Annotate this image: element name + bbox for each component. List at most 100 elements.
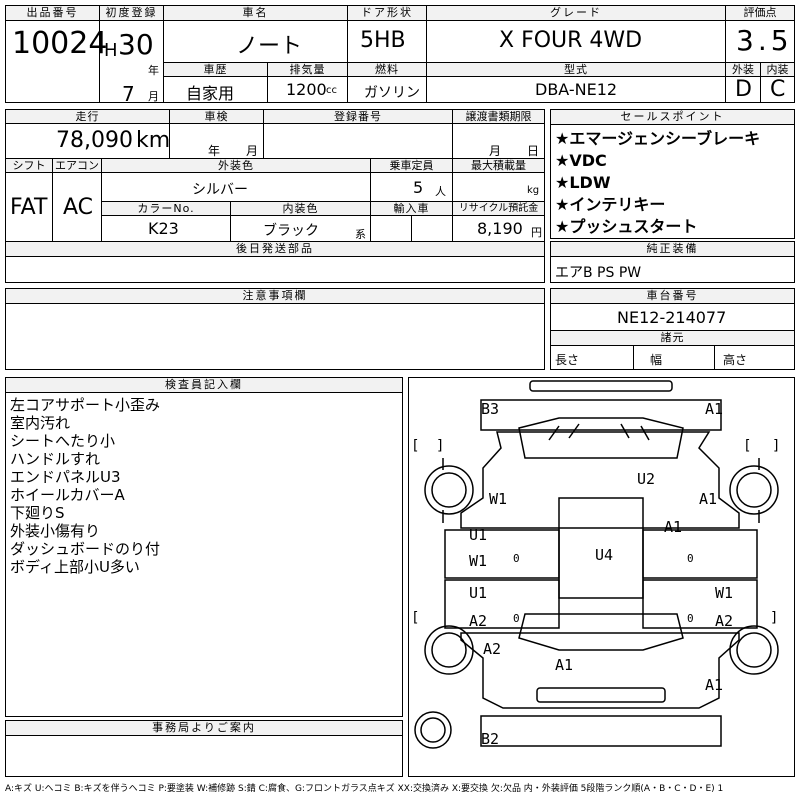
length-cell: 長さ xyxy=(550,345,634,370)
rear-trunk-lid xyxy=(536,687,666,703)
score: 3.5 xyxy=(736,24,793,57)
mileage: 78,090 xyxy=(56,128,133,153)
later-parts-box: 後日発送部品 xyxy=(5,241,545,283)
damage-code: A1 xyxy=(555,656,574,674)
damage-code: U1 xyxy=(469,526,488,544)
model: DBA-NE12 xyxy=(535,80,618,99)
inspector-line: ダッシュボードのり付 xyxy=(10,540,161,558)
damage-code: U2 xyxy=(637,470,656,488)
office-box: 事務局よりご案内 xyxy=(5,720,403,777)
ext-label: 外装 xyxy=(725,62,761,77)
notes-label: 注意事項欄 xyxy=(6,289,544,304)
mileage-unit: km xyxy=(136,128,171,153)
damage-code: 0 xyxy=(513,552,520,565)
grade-label: グレード xyxy=(427,6,725,21)
recycle-unit: 円 xyxy=(531,226,542,239)
shift-label: シフト xyxy=(5,158,53,173)
front-left-wheel xyxy=(424,465,474,515)
int-color-cell: ブラック 系 xyxy=(230,215,371,242)
int-color-unit: 系 xyxy=(355,228,366,241)
lot-number: 10024 xyxy=(12,26,108,61)
damage-code: B2 xyxy=(481,730,500,748)
first-reg-cell: 初度登録 H 30 年 7 月 xyxy=(99,5,164,106)
equip-label: 純正装備 xyxy=(551,242,794,257)
damage-code: B3 xyxy=(481,400,500,418)
rear-body xyxy=(460,632,740,709)
era: H xyxy=(104,40,118,61)
model-cell: DBA-NE12 xyxy=(426,76,726,103)
sales-point: ★プッシュスタート xyxy=(555,217,698,236)
ac-label: エアコン xyxy=(52,158,102,173)
damage-code: W1 xyxy=(469,552,488,570)
ext-color: シルバー xyxy=(192,182,248,198)
hood-windshield xyxy=(518,417,684,459)
damage-code: A2 xyxy=(715,612,734,630)
car-name: ノート xyxy=(236,34,303,59)
height-cell: 高さ xyxy=(714,345,795,370)
ext-cell: D xyxy=(725,76,761,103)
left-front-door xyxy=(444,529,560,579)
int-color-label: 内装色 xyxy=(230,201,371,216)
shift: FAT xyxy=(10,195,48,220)
car-name-cell: 車名 ノート xyxy=(163,5,348,63)
load-cell: kg xyxy=(452,172,545,202)
mileage-cell: 78,090 km xyxy=(5,123,170,159)
displacement-label: 排気量 xyxy=(267,62,348,77)
damage-code: A1 xyxy=(664,518,683,536)
damage-code: A2 xyxy=(483,640,502,658)
inspector-line: ハンドルすれ xyxy=(10,450,101,468)
recycle: 8,190 xyxy=(477,219,523,238)
shift-cell: FAT xyxy=(5,172,53,242)
front-body xyxy=(460,431,740,529)
rear-bumper xyxy=(480,715,722,747)
sales-point: ★VDC xyxy=(555,151,607,170)
ac: AC xyxy=(63,195,94,220)
length-label: 長さ xyxy=(555,353,580,367)
front-bumper-top xyxy=(529,380,673,392)
damage-code: W1 xyxy=(489,490,508,508)
history: 自家用 xyxy=(186,84,235,103)
int-color: ブラック xyxy=(263,223,319,239)
grade-cell: グレード X FOUR 4WD xyxy=(426,5,726,63)
front-right-wheel xyxy=(729,465,779,515)
mileage-label: 走行 xyxy=(5,109,170,124)
year-unit: 年 xyxy=(148,64,159,77)
import-cell-a xyxy=(370,215,412,242)
paren-open: [ xyxy=(413,438,419,454)
car-diagram: B3 A1 [ ] [ ] U2 W1 A1 A1 U1 W1 0 U4 0 U… xyxy=(408,377,795,777)
regno-cell xyxy=(263,123,453,159)
inspector-line: エンドパネルU3 xyxy=(10,468,121,486)
rear-left-wheel xyxy=(424,625,474,675)
inspector-line: 室内汚れ xyxy=(10,414,71,432)
damage-code: A1 xyxy=(705,676,724,694)
history-cell: 自家用 xyxy=(163,76,268,103)
load-unit: kg xyxy=(527,185,540,196)
damage-code: U1 xyxy=(469,584,488,602)
damage-code: 0 xyxy=(687,612,694,625)
fuel-cell: ガソリン xyxy=(347,76,427,103)
recycle-label: リサイクル預託金 xyxy=(452,201,545,216)
doors-label: ドア形状 xyxy=(348,6,426,21)
import-label: 輸入車 xyxy=(370,201,453,216)
notes-box: 注意事項欄 xyxy=(5,288,545,370)
fuel: ガソリン xyxy=(364,85,420,101)
chassis-box: 車台番号 NE12-214077 xyxy=(550,288,795,331)
right-front-door xyxy=(642,529,758,579)
rear-window xyxy=(518,613,684,651)
capacity-label: 乗車定員 xyxy=(370,158,453,173)
right-rear-door xyxy=(642,579,758,629)
model-label: 型式 xyxy=(426,62,726,77)
car-outline-svg xyxy=(414,380,779,749)
grade: X FOUR 4WD xyxy=(499,28,643,53)
score-label: 評価点 xyxy=(726,6,794,21)
transfer-month: 月 xyxy=(489,144,502,158)
load-label: 最大積載量 xyxy=(452,158,545,173)
sales-points-label: セールスポイント xyxy=(551,110,794,125)
doors: 5HB xyxy=(360,28,406,53)
int-cell: C xyxy=(760,76,795,103)
inspector-line: ホイールカバーA xyxy=(10,486,125,504)
width-label: 幅 xyxy=(650,353,663,367)
damage-code: 0 xyxy=(687,552,694,565)
paren-open: [ xyxy=(413,610,419,626)
inspection-label: 車検 xyxy=(169,109,264,124)
